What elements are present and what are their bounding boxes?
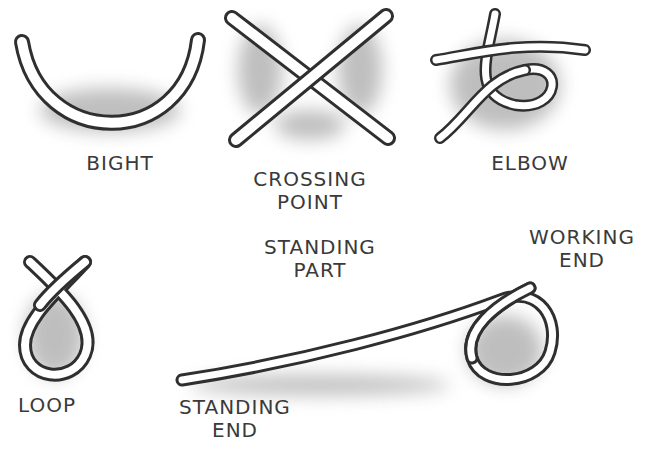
part-label: BIGHT (50, 152, 190, 175)
part-label: LOOP (2, 394, 92, 417)
part-label: CROSSING POINT (235, 168, 385, 214)
part-label: STANDING END (160, 396, 310, 442)
part-label: STANDING PART (240, 236, 400, 282)
part-label: WORKING END (518, 226, 646, 272)
part-label: ELBOW (465, 152, 595, 175)
